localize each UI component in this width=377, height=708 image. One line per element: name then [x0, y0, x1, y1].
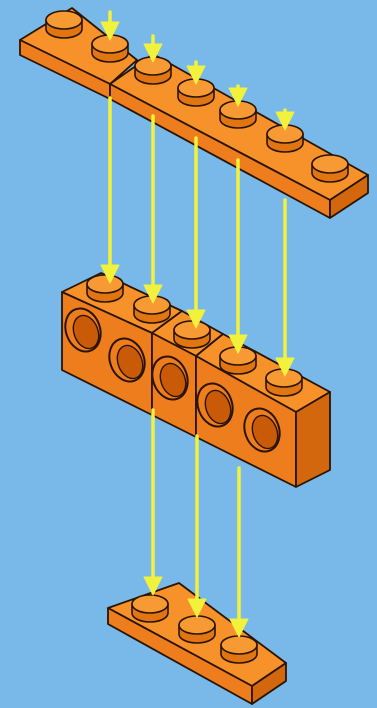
- stud-icon: [87, 275, 123, 302]
- stud-icon: [132, 595, 168, 622]
- stud-icon: [312, 155, 348, 182]
- stud-icon: [174, 321, 210, 348]
- stud-icon: [46, 11, 82, 38]
- stud-row: [174, 321, 210, 348]
- stud-icon: [221, 636, 257, 663]
- stud-icon: [179, 616, 215, 643]
